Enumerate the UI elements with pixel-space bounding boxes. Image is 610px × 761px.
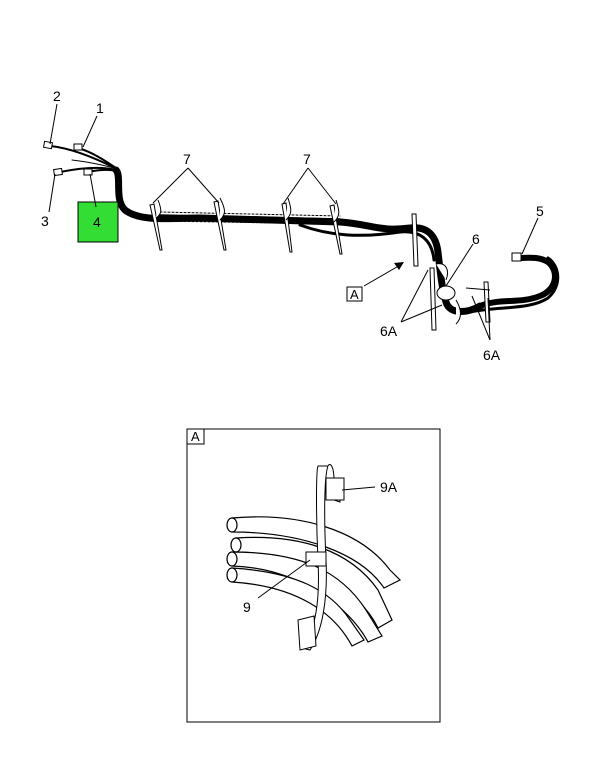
clips-6-group — [429, 263, 491, 331]
detail-callout-9: 9 — [243, 599, 251, 615]
clips-7-group — [149, 197, 343, 255]
detail-callout-9a: 9A — [380, 479, 398, 495]
highlight-box-4 — [77, 201, 119, 243]
view-a-ref-box — [346, 286, 363, 302]
detail-tag-label: A — [191, 429, 200, 444]
connector-5-tip — [511, 252, 522, 262]
callout-7-right: 7 — [303, 151, 311, 167]
callout-2: 2 — [53, 88, 61, 104]
callout-7-left: 7 — [183, 151, 191, 167]
detail-view-a: A 9A 9 — [186, 428, 441, 723]
callout-5: 5 — [536, 203, 544, 219]
callout-labels: 1 2 3 4 5 6 7 7 6A 6A A — [41, 88, 544, 363]
view-a-ref-label: A — [350, 287, 359, 302]
leader-lines — [48, 103, 539, 341]
harness-trunk — [112, 166, 484, 315]
callout-6: 6 — [472, 231, 480, 247]
main-harness — [42, 140, 560, 331]
callout-4: 4 — [93, 214, 101, 230]
harness-right-loop — [477, 254, 558, 309]
callout-6a-right: 6A — [483, 347, 501, 363]
harness-branches — [42, 140, 118, 177]
callout-6a-left: 6A — [380, 323, 398, 339]
callout-3: 3 — [41, 213, 49, 229]
clip-view-a — [411, 213, 419, 267]
detail-tag-box — [186, 428, 205, 445]
callout-1: 1 — [96, 100, 104, 116]
detail-strap-clip — [297, 464, 345, 651]
